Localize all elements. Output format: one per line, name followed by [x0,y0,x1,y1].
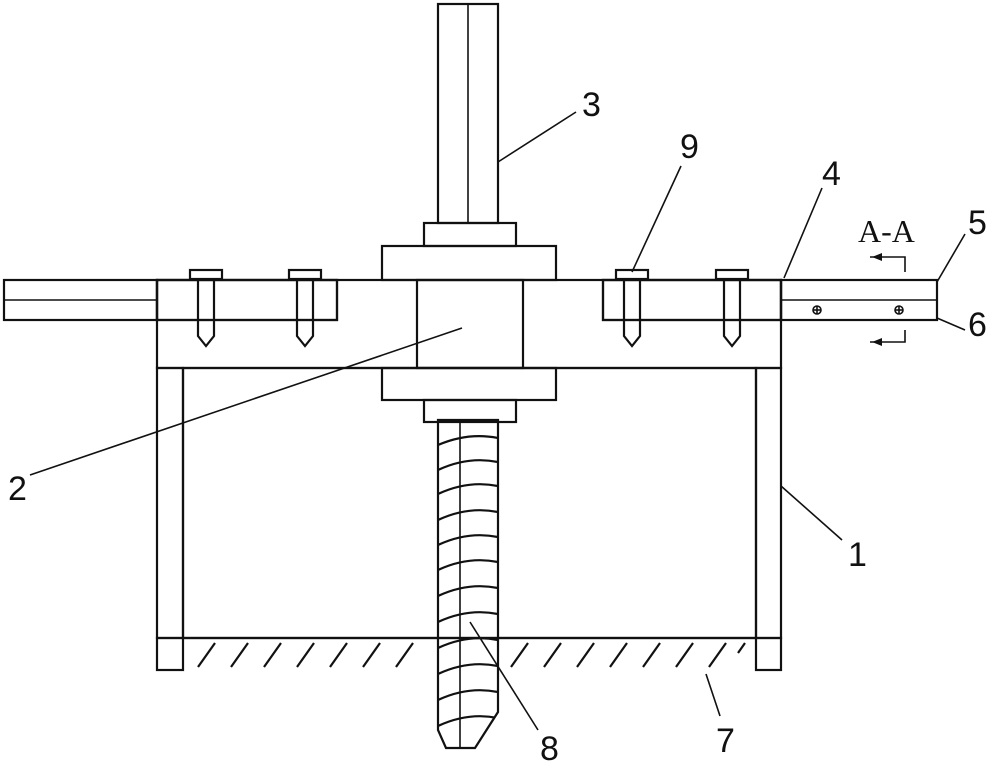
clamp-inserts [155,278,783,322]
label-part-1: 1 [848,536,867,574]
screw-2 [287,268,323,348]
shaft [436,2,500,225]
label-part-9: 9 [680,128,699,166]
label-part-2: 2 [8,470,27,508]
central-bushing [380,221,558,424]
label-part-5: 5 [968,204,987,242]
housing [155,278,783,672]
section-marker: A-A [858,213,915,346]
guide-rods [2,278,939,322]
label-part-8: 8 [540,730,559,768]
part-numbers: 3 9 4 5 6 2 1 8 7 [8,86,987,768]
screw-1 [188,268,224,348]
screw-3 [614,268,650,348]
label-part-3: 3 [582,86,601,124]
base-plate [183,636,756,668]
leader-lines [29,111,966,731]
screw-4 [714,268,750,348]
drill-bit [436,418,500,750]
section-label: A-A [858,213,915,249]
label-part-7: 7 [716,722,735,760]
label-part-4: 4 [822,155,841,193]
label-part-6: 6 [968,306,987,344]
screws [188,268,750,348]
